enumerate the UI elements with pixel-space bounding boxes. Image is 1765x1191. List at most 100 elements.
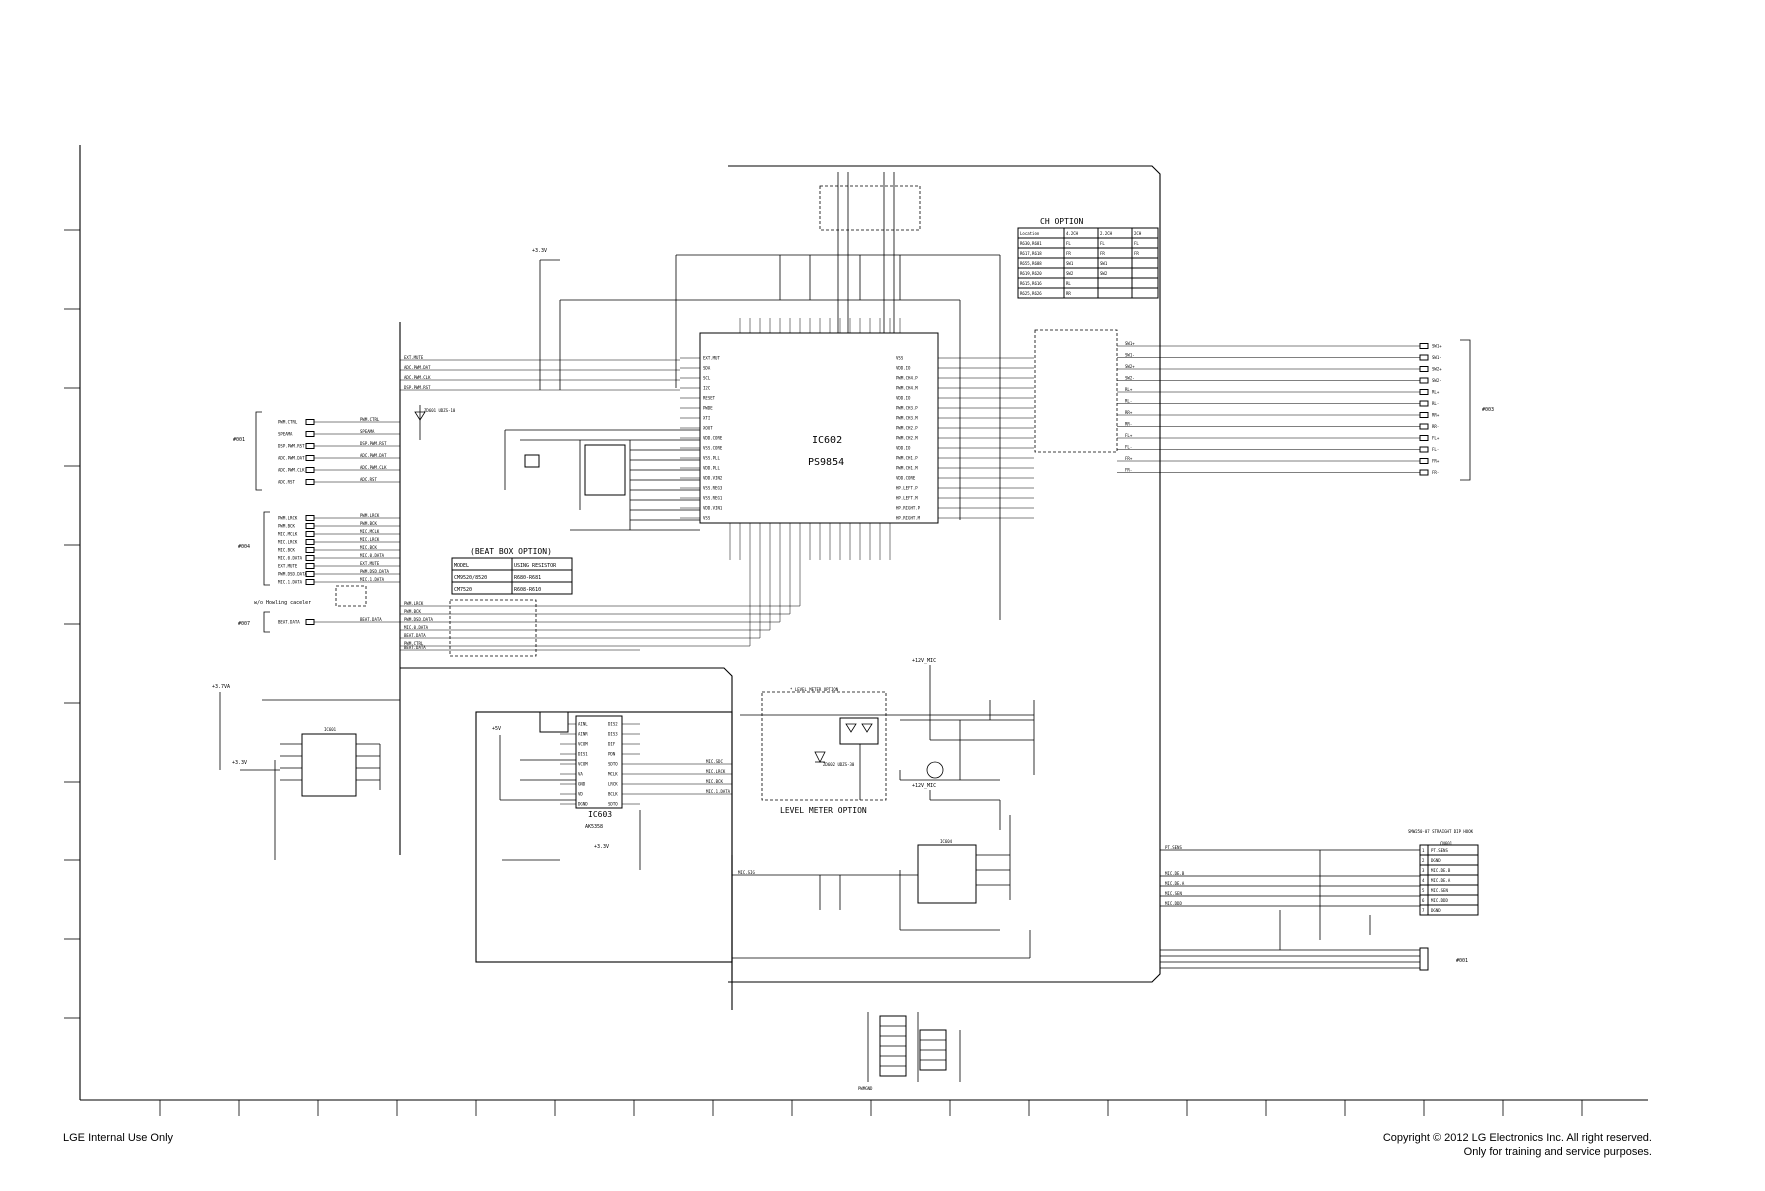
cn601-header: SMW250-07 STRAIGHT DIP HOOK — [1408, 829, 1474, 834]
ic602-pin-label: VSS.REG1 — [703, 496, 723, 501]
connector-003: #003 — [1482, 407, 1494, 413]
ic603-pin-label: AINR — [578, 732, 588, 737]
ic603-pin-label: VA — [578, 772, 583, 777]
ic602-pin-label: VDD.IO — [896, 446, 911, 451]
left-net-label: BEAT.DATA — [360, 617, 382, 622]
ic602-pin-label: PWM.CH4.M — [896, 386, 918, 391]
ic602-pin-label: VDD.VIN1 — [703, 506, 723, 511]
ic602-pin-label: EXT.MUT — [703, 356, 720, 361]
left-net-label: PWM.DSD.DATA — [360, 569, 389, 574]
ic602-pin-label: HP.RIGHT.P — [896, 506, 921, 511]
ic602-bottom-pins — [729, 523, 891, 560]
ic603-part: AK5358 — [585, 824, 603, 830]
output-connector-label: RR+ — [1432, 413, 1440, 418]
output-net-label: SW1- — [1125, 353, 1135, 358]
ic602-name: IC602 — [812, 435, 842, 446]
output-connector-label: FL+ — [1432, 436, 1440, 441]
cn601-pin-label: MIC.DE.B — [1431, 868, 1451, 873]
output-net-label: FR- — [1125, 468, 1132, 473]
supply-3v3-left: +3.3V — [232, 760, 247, 766]
supply-12v-mic-a: +12V_MIC — [912, 658, 936, 664]
ic602-pin-label: HP.LEFT.M — [896, 496, 918, 501]
cn601-pin-label: PT.SENS — [1431, 848, 1448, 853]
ch-option-cell: R630,R681 — [1020, 241, 1042, 246]
ic602-pin-label: VSS.REG3 — [703, 486, 723, 491]
level-meter-inner: * LEVEL METER OPTION — [790, 687, 839, 692]
ic602-pin-label: VDD.CORE — [896, 476, 916, 481]
cn601-pin-label: DGND — [1431, 858, 1441, 863]
cn601-pin-label: MIC.SEN — [1431, 888, 1448, 893]
left-net-label: PWM.BCK — [360, 521, 377, 526]
bus-net-label: MIC.LRCK — [706, 769, 726, 774]
output-connector-label: SW1+ — [1432, 344, 1442, 349]
beat-box-cell: MODEL — [454, 563, 469, 569]
left-connector-pin: PWM.CTRL — [278, 420, 298, 425]
footer-left: LGE Internal Use Only — [63, 1132, 174, 1144]
left-net-label: ADC.PWM.CLK — [360, 465, 387, 470]
left-connector-pin: ADC.PWM.CLK — [278, 468, 305, 473]
ic602-pin-label: VSS — [896, 356, 904, 361]
ic603-pin-label: DIS3 — [608, 732, 618, 737]
ch-option-cell: R615,R616 — [1020, 281, 1042, 286]
ch-option-cell: RR — [1066, 291, 1071, 296]
ic602-pin-label: VDD.PLL — [703, 466, 720, 471]
output-connector-label: RL+ — [1432, 390, 1440, 395]
ch-option-cell: SW1 — [1100, 261, 1108, 266]
ch-option-cell: R625,R626 — [1020, 291, 1042, 296]
ic603-pin-label: SDTO — [608, 762, 618, 767]
ch-option-cell: R655,R688 — [1020, 261, 1042, 266]
bus-net-label: EXT.MUTE — [404, 355, 424, 360]
cn601-pin-number: 2 — [1422, 858, 1425, 863]
output-connector-label: FL- — [1432, 447, 1439, 452]
ic601-name: IC601 — [324, 727, 337, 732]
ic602-left-passives: ZD601 UDZS-10 — [414, 405, 700, 531]
ch-option-cell: FR — [1134, 251, 1139, 256]
connector-001-bottom: #001 — [1456, 958, 1468, 964]
bus-net-label: BEAT.DATA — [404, 633, 426, 638]
zener-zd602: ZD602 UDZS-30 — [823, 762, 855, 767]
beat-box-cell: CM7520 — [454, 587, 472, 593]
output-connector-label: FR+ — [1432, 459, 1440, 464]
ic602-pin-label: PWM.CH4.P — [896, 376, 918, 381]
ic602-pin-label: HP.LEFT.P — [896, 486, 918, 491]
ic602-pin-label: PWM.CH3.M — [896, 416, 918, 421]
ic602-pin-label: XOUT — [703, 426, 713, 431]
ch-option-cell: SW1 — [1066, 261, 1074, 266]
ic603-pin-label: MCLK — [608, 772, 618, 777]
ic602-pin-label: VDD.CORE — [703, 436, 723, 441]
output-connector-label: RR- — [1432, 424, 1439, 429]
ic602: IC602 PS9854 EXT.MUTSDASCLI2CRESETPWDEXT… — [680, 318, 1034, 560]
ic603-pin-label: AINL — [578, 722, 588, 727]
beat-box-cell: CM9520/8520 — [454, 575, 487, 581]
ic602-pin-label: SDA — [703, 366, 711, 371]
ic602-pin-label: VDD.IO — [896, 366, 911, 371]
beat-box-cell: R680-R681 — [514, 575, 541, 581]
bus-net-label: MIC.SDC — [706, 759, 723, 764]
ch-option-cell: RL — [1066, 281, 1071, 286]
supply-3v3-ic603: +3.3V — [594, 844, 609, 850]
level-meter-option: * LEVEL METER OPTION LEVEL METER OPTION … — [740, 687, 1034, 815]
zener-zd601: ZD601 UDZS-10 — [424, 408, 456, 413]
ic602-pin-label: SCL — [703, 376, 711, 381]
ch-option-cell: 4.2CH — [1066, 231, 1079, 236]
footer-right: Copyright © 2012 LG Electronics Inc. All… — [1383, 1131, 1652, 1159]
ic603-pin-label: VCOM — [578, 742, 588, 747]
left-connector-pin: SPEAMA — [278, 432, 293, 437]
ch-option-cell: SW2 — [1100, 271, 1108, 276]
left-net-label: MIC.0.DATA — [360, 553, 385, 558]
ch-option-cell: FR — [1100, 251, 1105, 256]
connector-001-top: #001 — [233, 437, 245, 443]
left-net-label: PWM.CTRL — [360, 417, 380, 422]
output-net-label: FL+ — [1125, 433, 1133, 438]
left-connector-pin: DSP.PWM.RST — [278, 444, 305, 449]
left-connector-pin: PWM.BCK — [278, 524, 295, 529]
ic603-pin-label: LRCK — [608, 782, 618, 787]
left-connector-pin: MIC.MCLK — [278, 532, 298, 537]
ch-option-cell: SW2 — [1066, 271, 1074, 276]
cn601-pin-number: 1 — [1422, 848, 1425, 853]
bus-net-label: MIC.DDD — [1165, 901, 1182, 906]
decoupling-bank: PWMGND — [858, 1012, 961, 1091]
bus-net-label: PWM.BCK — [404, 609, 421, 614]
